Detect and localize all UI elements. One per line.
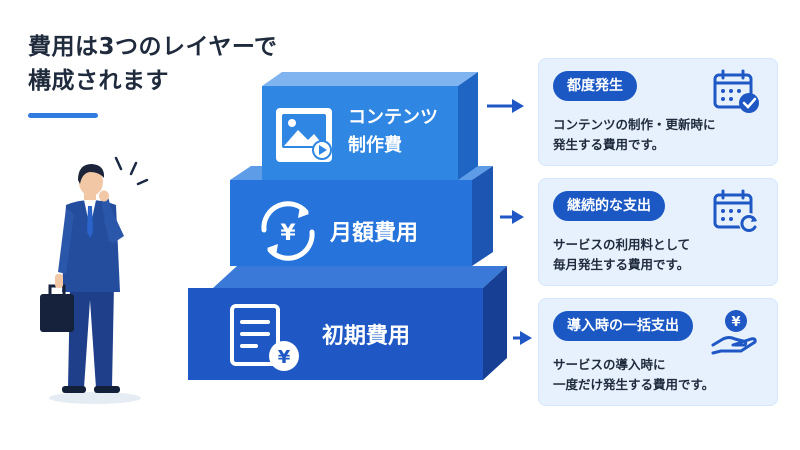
card-per-occurrence: 都度発生 コンテンツの制作・更新時に 発生する費用です。 <box>538 58 778 166</box>
card-one-time: 導入時の一括支出 サービスの導入時に 一度だけ発生する費用です。 ¥ <box>538 298 778 406</box>
card-description-line2: 一度だけ発生する費用です。 <box>553 377 715 392</box>
card-pill: 継続的な支出 <box>553 191 665 221</box>
card-description-line2: 毎月発生する費用です。 <box>553 257 690 272</box>
svg-text:¥: ¥ <box>731 315 740 330</box>
title-line-2: 構成されます <box>28 68 169 94</box>
svg-text:¥: ¥ <box>278 347 291 368</box>
page-title: 費用は3つのレイヤーで 構成されます <box>28 30 277 98</box>
svg-text:¥: ¥ <box>280 221 296 246</box>
layer-label-initial: 初期費用 <box>322 324 411 349</box>
card-description-line2: 発生する費用です。 <box>553 137 665 152</box>
title-underline <box>28 113 98 118</box>
card-description: サービスの導入時に 一度だけ発生する費用です。 <box>553 355 753 395</box>
calendar-refresh-icon <box>713 189 759 233</box>
businessman-figure <box>40 156 149 404</box>
layer-label-content-line1: コンテンツ <box>348 107 438 128</box>
arrow-to-card-1 <box>487 99 524 113</box>
document-yen-icon: ¥ <box>230 304 299 371</box>
title-line-1: 費用は3つのレイヤーで <box>28 34 278 60</box>
calendar-check-icon <box>713 69 759 113</box>
card-description-line1: コンテンツの制作・更新時に <box>553 117 716 132</box>
layer-label-monthly: 月額費用 <box>330 221 419 246</box>
arrow-to-card-2 <box>500 210 524 224</box>
card-description: サービスの利用料として 毎月発生する費用です。 <box>553 235 753 275</box>
yen-cycle-icon: ¥ <box>261 201 315 261</box>
card-description-line1: サービスの利用料として <box>553 237 691 252</box>
card-pill: 都度発生 <box>553 71 637 101</box>
layer-box-initial <box>188 266 507 380</box>
layer-label-content-line2: 制作費 <box>348 135 402 156</box>
card-recurring: 継続的な支出 サービスの利用料として 毎月発生する費用です。 <box>538 178 778 286</box>
card-description-line1: サービスの導入時に <box>553 357 666 372</box>
image-video-icon <box>276 108 332 162</box>
card-pill: 導入時の一括支出 <box>553 311 693 341</box>
layer-label-content: コンテンツ 制作費 <box>348 104 438 160</box>
arrow-to-card-3 <box>513 331 532 345</box>
hand-yen-icon: ¥ <box>711 310 757 355</box>
card-description: コンテンツの制作・更新時に 発生する費用です。 <box>553 115 753 155</box>
